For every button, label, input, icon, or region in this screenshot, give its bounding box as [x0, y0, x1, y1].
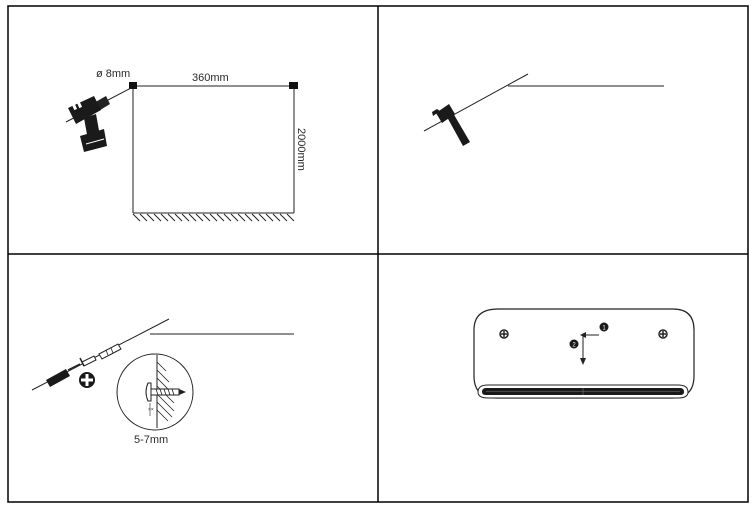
hole-diameter-label: ø 8mm [96, 68, 130, 80]
screw-icon [79, 355, 97, 367]
step-marker-1: 1 [599, 322, 609, 332]
gap-inner-mark: ×× [148, 407, 154, 413]
phillips-head-icon [79, 372, 95, 388]
arrow-left-icon [580, 332, 599, 338]
panel-frame [7, 5, 749, 503]
gap-label: 5-7mm [134, 434, 168, 446]
step-marker-2: 2 [569, 339, 579, 349]
panel-step3: ×× 5-7mm [31, 318, 294, 446]
mount-screw-right [658, 329, 668, 339]
heater-unit-icon [473, 308, 695, 399]
height-label: 2000mm [295, 128, 307, 171]
mount-screw-left [499, 329, 509, 339]
panel-step1: ø 8mm 360mm 2000mm [65, 68, 307, 222]
arrow-down-icon [580, 336, 586, 365]
drill-icon [65, 87, 132, 152]
width-label: 360mm [192, 72, 229, 84]
step-marker-2-label: 2 [572, 343, 576, 349]
wall-plug-icon [98, 343, 122, 360]
floor-hatch [132, 213, 295, 222]
screwdriver-icon [46, 363, 81, 387]
step-marker-1-label: 1 [602, 326, 606, 332]
panel-step2 [423, 73, 664, 146]
detail-callout: ×× [116, 353, 194, 431]
drill-hole-right [289, 82, 298, 89]
mounting-frame [132, 85, 295, 214]
panel-step4: 1 2 [473, 308, 695, 399]
hammer-icon [432, 104, 470, 146]
drill-hole-left [129, 82, 137, 89]
wall-corner-lines [423, 73, 664, 132]
